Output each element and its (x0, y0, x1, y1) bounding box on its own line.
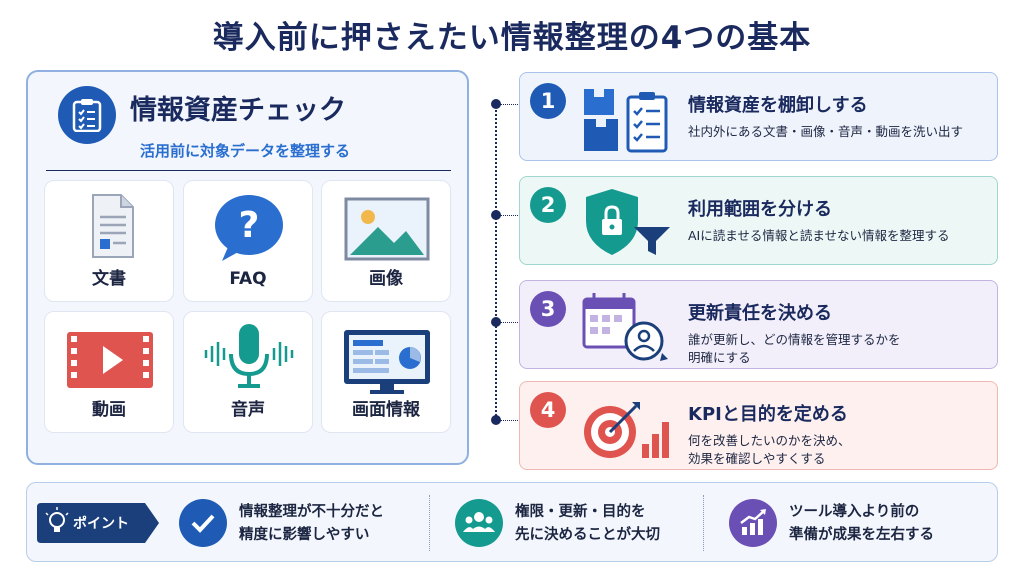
calendar-person-icon (582, 293, 668, 361)
image-icon (344, 197, 430, 261)
step-3-card: 3 更新責任を決める 誰が更新し、どの情報を管理するかを 明確にする (519, 280, 998, 369)
document-icon (92, 194, 134, 258)
shield-lock-filter-icon (586, 189, 670, 255)
step-number: 1 (530, 83, 566, 119)
step-number: 4 (530, 392, 566, 428)
point-item-3: ツール導入より前の 準備が成果を左右する (789, 504, 934, 543)
timeline-dot (491, 415, 501, 425)
question-bubble-icon: ? (215, 195, 283, 261)
tile-image: 画像 (321, 180, 451, 302)
tile-label: 画面情報 (352, 400, 420, 420)
timeline-connector (500, 420, 520, 421)
timeline-dot (491, 99, 501, 109)
svg-text:?: ? (239, 205, 260, 246)
timeline-connector (500, 104, 520, 105)
page-title: 導入前に押さえたい情報整理の4つの基本 (212, 20, 812, 56)
tile-label: 音声 (231, 400, 265, 420)
step-description: 誰が更新し、どの情報を管理するかを 明確にする (688, 332, 901, 365)
timeline-connector (500, 322, 520, 323)
clipboard-check-icon (58, 86, 116, 144)
divider (703, 495, 704, 551)
divider (429, 495, 430, 551)
info-asset-check-panel: 情報資産チェック 活用前に対象データを整理する 文書 ? FAQ 画像 (26, 70, 469, 465)
step-number: 3 (530, 291, 566, 327)
point-item-1: 情報整理が不十分だと 精度に影響しやすい (239, 504, 384, 543)
step-2-card: 2 利用範囲を分ける AIに読ませる情報と読ませない情報を整理する (519, 176, 998, 265)
growth-chart-icon (729, 499, 777, 547)
tile-audio: 音声 (183, 311, 313, 433)
target-chart-icon (584, 402, 669, 458)
step-description: 何を改善したいのかを決め、 効果を確認しやすくする (688, 433, 851, 466)
timeline-dot (491, 210, 501, 220)
point-banner: ポイント 情報整理が不十分だと 精度に影響しやすい 権限・更新・目的を 先に決め… (26, 482, 998, 562)
check-circle-icon (179, 499, 227, 547)
step-1-card: 1 情報資産を棚卸しする 社内外にある文書・画像・音声・動画を洗い出す (519, 72, 998, 161)
step-title: KPIと目的を定める (688, 404, 848, 425)
tile-label: 画像 (369, 269, 403, 289)
tile-faq: ? FAQ (183, 180, 313, 302)
point-item-2: 権限・更新・目的を 先に決めることが大切 (515, 504, 660, 543)
timeline-line (495, 103, 497, 420)
tile-document: 文書 (44, 180, 174, 302)
step-number: 2 (530, 187, 566, 223)
team-icon (455, 499, 503, 547)
tile-screen-info: 画面情報 (321, 311, 451, 433)
tile-label: FAQ (229, 269, 267, 289)
step-title: 情報資産を棚卸しする (688, 95, 868, 116)
panel-subtitle: 活用前に対象データを整理する (140, 142, 351, 160)
step-title: 利用範囲を分ける (688, 199, 832, 220)
timeline-dot (491, 317, 501, 327)
step-description: AIに読ませる情報と読ませない情報を整理する (688, 228, 950, 243)
point-label: ポイント (73, 516, 129, 532)
panel-divider (46, 170, 451, 171)
tile-label: 動画 (92, 400, 126, 420)
microphone-icon (204, 324, 294, 388)
step-description: 社内外にある文書・画像・音声・動画を洗い出す (688, 124, 964, 139)
step-4-card: 4 KPIと目的を定める 何を改善したいのかを決め、 効果を確認しやすくする (519, 381, 998, 470)
panel-title: 情報資産チェック (130, 95, 346, 126)
boxes-checklist-icon (584, 89, 668, 153)
tile-label: 文書 (92, 269, 126, 289)
point-badge (37, 503, 159, 543)
tile-video: 動画 (44, 311, 174, 433)
video-icon (67, 332, 153, 388)
step-title: 更新責任を決める (688, 303, 832, 324)
timeline-connector (500, 215, 520, 216)
monitor-dashboard-icon (344, 330, 430, 394)
